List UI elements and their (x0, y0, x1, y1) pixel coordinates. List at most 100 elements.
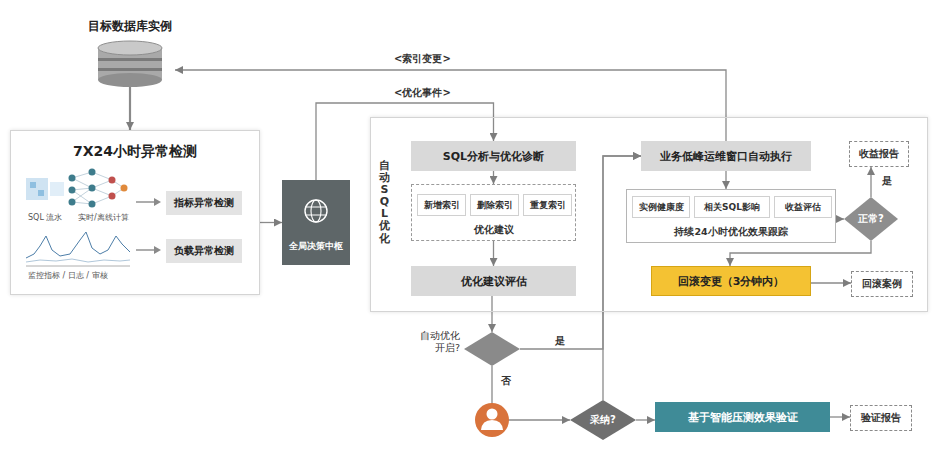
monitor-chart (26, 232, 130, 266)
node-text: 收益报告 (859, 147, 899, 161)
figure-label: 实时/离线计算 (78, 212, 129, 223)
edge-label: 是 (880, 174, 894, 188)
decision-diamond: 正常? (844, 197, 898, 241)
optimization-panel: 自动SQL优化 SQL分析与优化诊断优化建议 新增索引 删除索引重复索引优化建议评估 业… (370, 117, 928, 312)
figure-label: SQL 流水 (28, 212, 62, 223)
node-text: 全局决策中枢 (282, 240, 350, 253)
report-box: 回滚案例 (851, 271, 913, 297)
small-box: 删除索引 (470, 194, 519, 216)
globe-icon (305, 207, 327, 208)
connector (260, 222, 282, 223)
connector (491, 296, 492, 332)
chart-line (26, 259, 130, 262)
rollback-box: 回滚变更（3分钟内） (651, 266, 811, 296)
node-text: SQL分析与优化诊断 (443, 149, 544, 164)
sql-block (30, 182, 36, 188)
node-text: 自动优化 开启? (408, 330, 460, 355)
small-box: 新增索引 (417, 194, 466, 216)
node-text: 指标异常检测 (174, 196, 234, 210)
person-body (481, 420, 503, 430)
node-text: 目标数据库实例 (85, 18, 175, 35)
small-box: 重复索引 (523, 194, 572, 216)
connector (493, 171, 494, 184)
diamond-outline (570, 400, 636, 440)
connector (811, 282, 851, 283)
figure-arrows (136, 198, 161, 254)
diamond-outline (464, 332, 520, 366)
edge-label: <索引变更> (392, 52, 453, 66)
globe-icon (305, 215, 327, 216)
chart-axis (26, 266, 130, 267)
process-box: 指标异常检测 (166, 191, 242, 215)
node-text: 7X24小时异常检测 (11, 143, 259, 161)
process-box: SQL分析与优化诊断 (411, 141, 576, 171)
node-text: 实例健康度 (639, 201, 684, 214)
connector (725, 171, 726, 189)
small-box: 实例健康度 (632, 196, 690, 218)
process-box: 负载异常检测 (166, 239, 242, 263)
sql-block (50, 182, 64, 196)
node-text: 删除索引 (477, 199, 513, 212)
edge-label: 否 (499, 374, 513, 388)
node-text: 采纳? (590, 413, 616, 427)
hub-box: 全局决策中枢 (282, 180, 350, 265)
node-text: 自动SQL优化 (379, 160, 390, 245)
figure-label: 监控指标 / 日志 / 审核 (28, 270, 108, 281)
tracking-box: 持续24小时优化效果跟踪 实例健康度 相关SQL影响 收益评估 (626, 189, 836, 243)
network-links (72, 172, 124, 204)
person-head (487, 409, 498, 420)
node-text: 回滚案例 (862, 277, 902, 291)
sql-block (26, 178, 48, 200)
node-text: 优化建议评估 (461, 274, 527, 289)
small-box: 相关SQL影响 (694, 196, 770, 218)
connector (836, 218, 844, 219)
node-text: 收益评估 (785, 201, 821, 214)
connector (730, 241, 871, 266)
decision-diamond: 采纳? (570, 400, 636, 440)
diamond-outline (844, 197, 898, 241)
connector (830, 416, 850, 417)
chart-line (26, 232, 130, 258)
node-text: 基于智能压测效果验证 (688, 410, 798, 425)
connector (493, 241, 494, 266)
node-text: 负载异常检测 (174, 244, 234, 258)
cylinder-bottom (98, 73, 162, 87)
database-node: 目标数据库实例 (85, 18, 175, 86)
node-text: 回滚变更（3分钟内） (678, 274, 785, 289)
person-circle (475, 403, 509, 437)
verify-box: 基于智能压测效果验证 (655, 402, 830, 432)
database-cylinder (98, 41, 162, 87)
report-box: 验证报告 (850, 405, 912, 431)
connector (636, 419, 655, 420)
cylinder-band (98, 68, 162, 71)
sql-block (38, 190, 44, 196)
detection-panel: 7X24小时异常检测指标异常检测负载异常检测 (10, 130, 260, 295)
process-box: 业务低峰运维窗口自动执行 (641, 141, 811, 171)
edge-label: 是 (553, 334, 567, 348)
hub-fill (282, 180, 350, 265)
decision-diamond: 自动优化 开启? (464, 332, 520, 366)
cylinder-band (98, 58, 162, 61)
diamond-shape (464, 332, 520, 366)
node-text: 优化建议 (412, 223, 575, 237)
cylinder-top (98, 41, 162, 55)
network-nodes (69, 169, 128, 208)
globe-icon (311, 200, 321, 222)
sql-stream-figure (26, 169, 128, 208)
connector (870, 167, 871, 197)
node-text: 验证报告 (861, 411, 901, 425)
node-text: 正常? (858, 212, 884, 226)
node-text: 业务低峰运维窗口自动执行 (660, 149, 792, 164)
edge-label: <优化事件> (392, 86, 453, 100)
connector (129, 86, 131, 130)
report-box: 收益报告 (849, 141, 909, 167)
process-box: 优化建议评估 (411, 266, 576, 296)
hub-box (282, 180, 350, 265)
small-box: 收益评估 (774, 196, 832, 218)
node-text: 持续24小时优化效果跟踪 (627, 226, 835, 239)
node-text: 新增索引 (424, 199, 460, 212)
person-icon (475, 403, 509, 437)
globe-icon (305, 200, 327, 222)
node-text: 相关SQL影响 (704, 201, 760, 214)
